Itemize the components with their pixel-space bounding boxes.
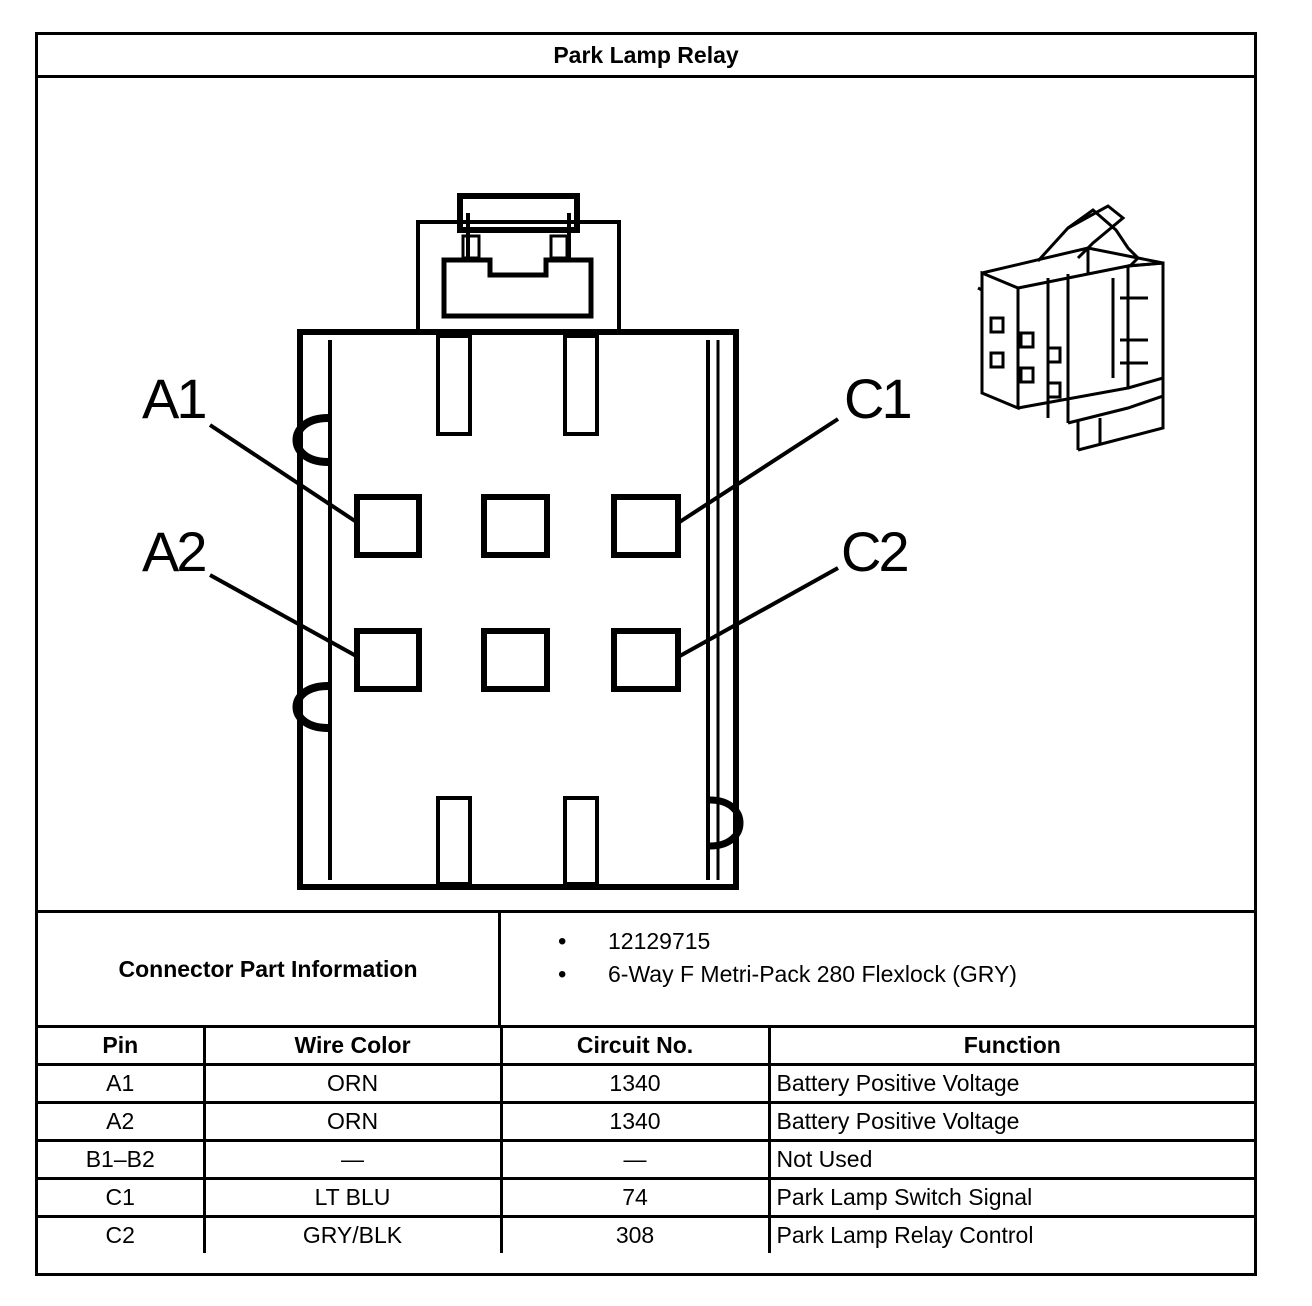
connector-info-list: • 12129715 • 6-Way F Metri-Pack 280 Flex…: [558, 925, 1017, 991]
leader-lines: [208, 417, 840, 659]
cell-wire-color: ORN: [202, 1063, 503, 1104]
cavity-a1: [354, 494, 422, 558]
table-row: B1–B2 — — Not Used: [38, 1139, 1254, 1180]
cell-pin: A1: [38, 1063, 206, 1104]
leader-a1: [208, 423, 360, 525]
cell-wire-color: LT BLU: [202, 1177, 503, 1218]
bullet-icon: •: [558, 961, 567, 988]
cavity-c1: [611, 494, 681, 558]
sheet-title: Park Lamp Relay: [38, 35, 1254, 78]
pin-label-a2: A2: [142, 520, 205, 583]
cell-pin: B1–B2: [38, 1139, 206, 1180]
table-header-row: Pin Wire Color Circuit No. Function: [38, 1028, 1254, 1066]
cell-pin: A2: [38, 1101, 206, 1142]
cell-function: Park Lamp Relay Control: [767, 1215, 1254, 1253]
connector-sheet: Park Lamp Relay: [35, 32, 1257, 1276]
cavity-b1: [481, 494, 550, 558]
connector-info-item: • 12129715: [558, 925, 1017, 958]
cell-function: Battery Positive Voltage: [767, 1101, 1254, 1142]
cell-circuit: 74: [499, 1177, 771, 1218]
header-pin: Pin: [38, 1028, 206, 1066]
connector-latch: [416, 193, 621, 334]
cell-wire-color: GRY/BLK: [202, 1215, 503, 1253]
connector-part-number: 12129715: [608, 928, 711, 954]
table-row: C2 GRY/BLK 308 Park Lamp Relay Control: [38, 1215, 1254, 1253]
cell-circuit: 1340: [499, 1101, 771, 1142]
table-row: A1 ORN 1340 Battery Positive Voltage: [38, 1063, 1254, 1104]
pin-label-a1: A1: [142, 367, 205, 430]
cell-pin: C1: [38, 1177, 206, 1218]
leader-c2: [677, 566, 839, 659]
cell-wire-color: ORN: [202, 1101, 503, 1142]
pin-labels: A1 A2 C1 C2: [142, 367, 913, 583]
cell-wire-color: —: [202, 1139, 503, 1180]
pinout-table: Pin Wire Color Circuit No. Function A1 O…: [38, 1028, 1254, 1253]
connector-info-label: Connector Part Information: [38, 913, 501, 1025]
connector-part-info: Connector Part Information • 12129715 • …: [38, 910, 1254, 1028]
connector-diagram: A1 A2 C1 C2: [38, 78, 1254, 910]
cell-function: Battery Positive Voltage: [767, 1063, 1254, 1104]
header-circuit: Circuit No.: [499, 1028, 771, 1066]
cell-circuit: 1340: [499, 1063, 771, 1104]
cell-pin: C2: [38, 1215, 206, 1253]
bullet-icon: •: [558, 928, 567, 955]
cell-circuit: —: [499, 1139, 771, 1180]
cavity-b2: [481, 628, 550, 692]
cell-circuit: 308: [499, 1215, 771, 1253]
terminal-cavities: [354, 494, 681, 692]
header-wire-color: Wire Color: [202, 1028, 503, 1066]
cavity-a2: [354, 628, 422, 692]
connector-info-item: • 6-Way F Metri-Pack 280 Flexlock (GRY): [558, 958, 1017, 991]
header-function: Function: [767, 1028, 1254, 1066]
table-row: C1 LT BLU 74 Park Lamp Switch Signal: [38, 1177, 1254, 1218]
pin-label-c1: C1: [844, 367, 910, 430]
cell-function: Park Lamp Switch Signal: [767, 1177, 1254, 1218]
connector-3d-view-icon: [977, 204, 1165, 452]
cavity-c2: [611, 628, 681, 692]
cell-function: Not Used: [767, 1139, 1254, 1180]
connector-body: [292, 329, 744, 890]
connector-description: 6-Way F Metri-Pack 280 Flexlock (GRY): [608, 961, 1017, 987]
leader-c1: [676, 417, 840, 525]
pin-label-c2: C2: [841, 520, 907, 583]
table-row: A2 ORN 1340 Battery Positive Voltage: [38, 1101, 1254, 1142]
connector-face-view: A1 A2 C1 C2: [142, 193, 1165, 890]
leader-a2: [209, 573, 359, 659]
